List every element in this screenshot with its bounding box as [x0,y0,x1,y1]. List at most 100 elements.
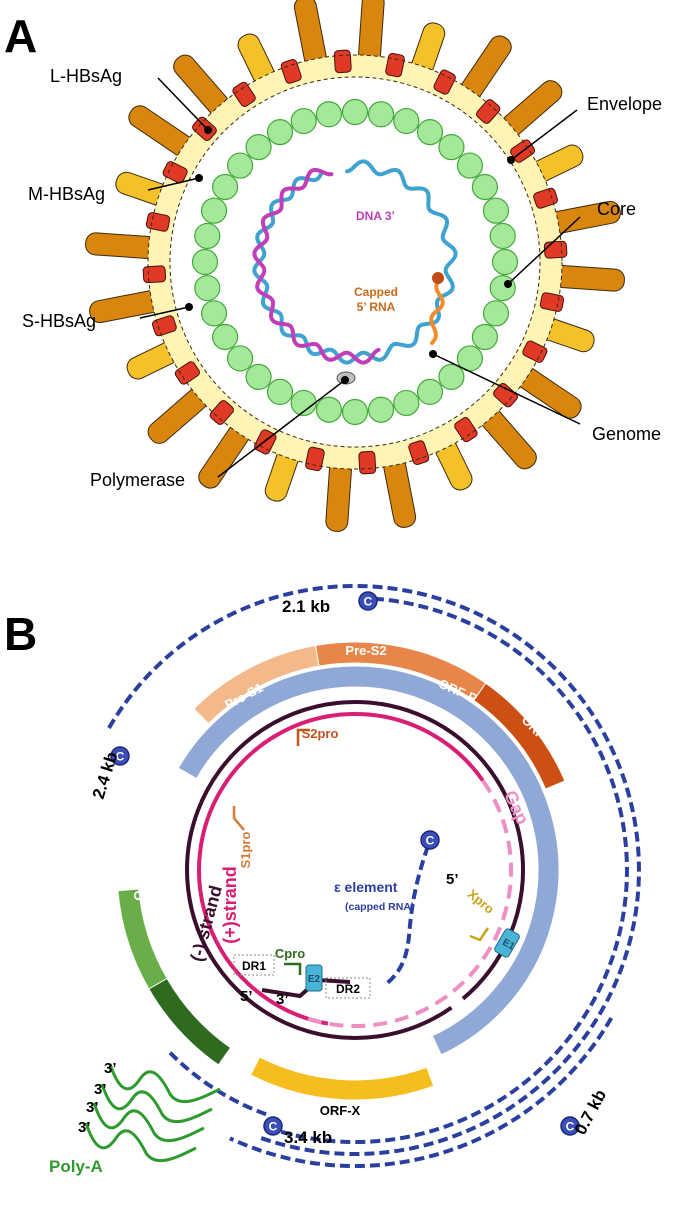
poly-a-3-prime-4: 3’ [78,1119,91,1136]
envelope-membrane [148,55,562,469]
genome-minus-strand [252,159,458,365]
s-hbsag-protein [408,440,430,466]
cap-3-4-kb [263,1116,283,1136]
poly-a-label: Poly-A [49,1157,103,1176]
transmembrane-protein [476,99,501,124]
s-hbsag-protein [454,417,478,443]
core-subunit [341,98,369,126]
transmembrane-protein [174,361,200,385]
core-subunit [290,389,317,417]
transcript-0-7-kb [229,1016,614,1169]
core-subunit [200,300,228,327]
s2pro-arrow [296,728,310,746]
label-e2: E2 [308,974,321,985]
label-0-7-kb: 0.7 kb [571,1086,610,1137]
label-plus-strand: (+)strand [220,866,240,944]
transmembrane-protein [493,383,518,408]
transmembrane-protein [151,315,177,337]
poly-a-tail-1 [108,1063,221,1104]
s-hbsag-dot [185,303,193,311]
enhancer-e1 [494,928,520,958]
gap-segment [300,779,514,1029]
envelope-dot [507,156,515,164]
transmembrane-protein [539,292,565,312]
epsilon-rna [383,845,430,987]
cap-0-7-kb [560,1116,580,1136]
membrane-outer-line [147,54,563,470]
label-s-hbsag: S-HBsAg [22,311,96,331]
s-hbsag-protein [433,69,456,95]
transmembrane-protein [454,417,478,443]
label-s1pro: S1pro [238,832,253,869]
capped-rna [429,280,445,345]
label-orf-x: ORF-X [320,1103,361,1118]
cap-2-1-kb-symbol: C [364,595,373,609]
s-hbsag-protein [305,446,325,472]
core-leader [507,216,581,285]
core-subunit [200,197,228,224]
m-hbsag-dot [195,174,203,182]
dr2-box [325,977,371,999]
label-pre-c: Pre-C [186,958,217,996]
core-subunit [456,152,484,179]
s-hbsag-protein [476,99,501,124]
cap-0-7-kb-symbol: C [566,1120,575,1134]
cpro-arrow [284,962,302,975]
label-xpro: Xpro [465,886,497,917]
core-subunit [194,222,221,250]
core-subunit [482,300,510,327]
label-s2pro: S2pro [302,726,339,741]
orf-arcs [117,641,566,1101]
core-subunit [438,133,465,161]
s-hbsag-protein [162,161,188,184]
panel-b-letter: B [4,608,37,660]
epsilon-5-prime: 5’ [446,871,459,888]
core-subunit [211,173,239,201]
transmembrane-protein [209,400,234,425]
enhancer-e2 [305,964,323,992]
minus-5-prime: 5’ [240,988,253,1005]
label-pre-s2: Pre-S2 [345,643,386,658]
genome-plus-strand [252,167,381,365]
rna-cap [432,272,444,284]
core-subunit [245,133,272,161]
core-subunit [194,274,221,302]
transmembrane-protein [533,187,559,209]
poly-a-3-prime-1: 3’ [104,1060,117,1077]
s-hbsag-protein [543,240,568,259]
s-hbsag-protein [151,315,177,337]
transmembrane-protein [522,340,548,363]
transcript-2-1-kb [279,596,629,1144]
hbv-virion: DNA 3’ Capped 5’ RNA [85,0,625,532]
minus-strand [185,700,525,1040]
poly-a-tail-4 [84,1122,197,1163]
label-polymerase: Polymerase [90,470,185,490]
transcript-3-4-kb [166,1049,267,1117]
arc-pre-c [148,977,232,1066]
xpro-arrow [469,927,490,942]
polymerase-dot [341,376,349,384]
poly-a-3-prime-2: 3’ [94,1081,107,1098]
s-hbsag-protein [493,383,518,408]
s-hbsag-protein [174,361,200,385]
label-2-1-kb: 2.1 kb [282,597,330,616]
plus-3-prime: 3’ [276,991,289,1008]
capped-rna-label: (capped RNA) [345,901,414,913]
genome-dot [429,350,437,358]
core-subunit [191,248,219,276]
label-cpro: Cpro [275,946,305,961]
core-subunit [416,118,444,146]
l-hbsag-dot [204,126,212,134]
core-subunit [471,323,499,351]
surface-proteins [85,0,625,532]
core-subunit [211,323,239,351]
membrane-inner-line [169,76,541,448]
core-subunit [489,222,516,250]
s-hbsag-protein [333,49,352,74]
core-subunit [315,396,343,423]
transmembrane-protein [358,450,377,475]
label-genome: Genome [592,424,661,444]
s-hbsag-leader [139,306,190,319]
